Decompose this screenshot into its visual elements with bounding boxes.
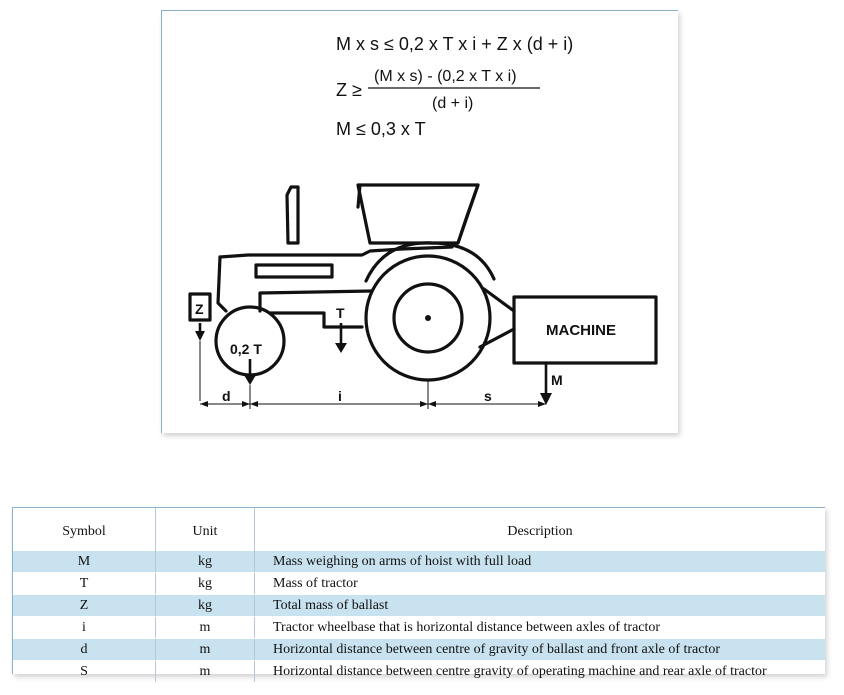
table-header-row: Symbol Unit Description [13, 508, 825, 551]
cell-description: Mass of tractor [254, 572, 825, 595]
cell-symbol: d [13, 638, 156, 661]
cell-symbol: i [13, 616, 156, 639]
cell-unit: kg [155, 551, 255, 573]
table-row: M kg Mass weighing on arms of hoist with… [13, 551, 825, 573]
formula-line-2-numerator: (M x s) - (0,2 x T x i) [374, 68, 517, 85]
hood-top [218, 245, 454, 259]
dimension-i-label: i [338, 388, 342, 404]
cell-unit: kg [155, 594, 255, 617]
cab-post-front [356, 183, 362, 209]
exhaust-pipe [285, 185, 300, 245]
table-row: Z kg Total mass of ballast [13, 594, 825, 617]
cell-unit: m [155, 660, 255, 683]
rear-wheel-hub [392, 282, 464, 354]
cell-description: Total mass of ballast [254, 594, 825, 617]
header-description: Description [507, 524, 573, 539]
formula-line-3: M ≤ 0,3 x T [336, 119, 426, 139]
cell-description: Mass weighing on arms of hoist with full… [254, 551, 825, 573]
symbols-table-container: Symbol Unit Description M kg Mass weighi… [12, 507, 825, 683]
force-arrows [195, 323, 552, 409]
symbols-table: Symbol Unit Description M kg Mass weighi… [13, 508, 825, 683]
header-unit: Unit [155, 508, 255, 551]
machine-box [512, 295, 658, 365]
cell-unit: kg [155, 572, 255, 595]
rear-fender [364, 241, 496, 283]
front-wheel-load-label: 0,2 T [230, 341, 262, 357]
cell-description: Tractor wheelbase that is horizontal dis… [254, 616, 825, 639]
cell-description: Horizontal distance between centre gravi… [254, 660, 825, 683]
ballast-box [188, 292, 212, 322]
cell-symbol: Z [13, 594, 156, 617]
tractor-ballast-diagram: M x s ≤ 0,2 x T x i + Z x (d + i) Z ≥ (M… [188, 34, 658, 409]
rear-axle-dot [425, 315, 431, 321]
dimension-d-label: d [222, 388, 231, 404]
table-row: d m Horizontal distance between centre o… [13, 638, 825, 661]
figure-panel: M x s ≤ 0,2 x T x i + Z x (d + i) Z ≥ (M… [161, 10, 678, 433]
cell-unit: m [155, 616, 255, 639]
hood-vent [254, 263, 334, 279]
table-row: i m Tractor wheelbase that is horizontal… [13, 616, 825, 639]
grille-front [216, 255, 228, 313]
engine-side [258, 289, 374, 313]
cell-description: Horizontal distance between centre of gr… [254, 638, 825, 661]
dimension-line [200, 401, 546, 407]
ballast-label: Z [195, 301, 204, 317]
table-row: T kg Mass of tractor [13, 572, 825, 595]
formula-line-2-lhs: Z ≥ [336, 80, 362, 100]
header-symbol: Symbol [13, 508, 156, 551]
cell-symbol: S [13, 660, 156, 683]
hitch-arm-upper [482, 287, 516, 313]
formula-line-1: M x s ≤ 0,2 x T x i + Z x (d + i) [336, 34, 573, 54]
formula-line-2-denominator: (d + i) [432, 95, 473, 112]
dimension-s-label: s [484, 388, 492, 404]
cell-symbol: M [13, 551, 156, 573]
table-row: S m Horizontal distance between centre g… [13, 660, 825, 683]
hitch-arm-lower [478, 327, 516, 349]
machine-mass-label: M [551, 372, 563, 388]
chassis [268, 311, 364, 329]
tractor-mass-label: T [336, 305, 345, 321]
cell-symbol: T [13, 572, 156, 595]
cab-post-rear [456, 183, 480, 245]
cell-unit: m [155, 638, 255, 661]
machine-label: MACHINE [546, 322, 616, 339]
